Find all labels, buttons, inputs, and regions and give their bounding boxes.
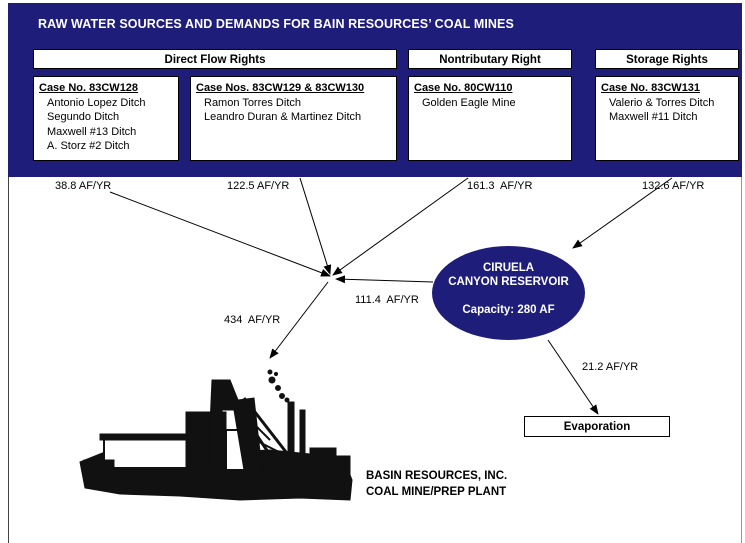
evaporation-box: Evaporation [524, 416, 670, 437]
flow-label-38-8: 38.8 AF/YR [55, 180, 112, 192]
flow-label-434: 434 AF/YR [224, 314, 281, 326]
case-title: Case Nos. 83CW129 & 83CW130 [196, 82, 365, 94]
flow-label-21-2: 21.2 AF/YR [582, 361, 639, 373]
water-right-item: Segundo Ditch [47, 111, 120, 123]
water-right-item: Ramon Torres Ditch [204, 96, 301, 109]
water-right-item: A. Storz #2 Ditch [47, 140, 130, 152]
plant-label-line1: BASIN RESOURCES, INC. [366, 470, 508, 482]
flow-arrow-83cw128 [109, 191, 331, 277]
case-box-80cw110: Case No. 80CW110 Golden Eagle Mine [408, 76, 572, 161]
flow-label-132-6: 132.6 AF/YR [642, 180, 705, 192]
case-title: Case No. 83CW131 [601, 82, 701, 94]
reservoir-name-line1: CIRUELA [482, 262, 535, 274]
diagram-title: RAW WATER SOURCES AND DEMANDS FOR BAIN R… [38, 17, 514, 31]
flow-arrow-evaporation [547, 339, 599, 415]
reservoir-capacity: Capacity: 280 AF [462, 304, 555, 316]
water-right-item: Maxwell #13 Ditch [47, 125, 137, 138]
flow-arrow-83cw129 [299, 177, 332, 275]
case-title: Case No. 83CW128 [39, 82, 139, 94]
ciruela-canyon-reservoir: CIRUELA CANYON RESERVOIR Capacity: 280 A… [432, 246, 585, 340]
flow-label-122-5: 122.5 AF/YR [227, 180, 290, 192]
flow-arrow-reservoir-release [335, 275, 434, 284]
reservoir-name-line2: CANYON RESERVOIR [448, 276, 569, 288]
flow-arrow-83cw131 [572, 177, 673, 249]
case-title: Case No. 80CW110 [414, 82, 513, 94]
water-right-item: Maxwell #11 Ditch [609, 111, 698, 123]
page-frame [8, 3, 742, 543]
flow-arrow-80cw110 [332, 177, 469, 276]
water-right-item: Antonio Lopez Ditch [47, 96, 146, 109]
plant-label: BASIN RESOURCES, INC. COAL MINE/PREP PLA… [366, 468, 507, 500]
group-nontributary-header: Nontributary Right [408, 49, 572, 69]
flow-label-111-4: 111.4 AF/YR [355, 294, 419, 306]
coal-mine-plant-silhouette [79, 369, 353, 501]
flow-label-161-3: 161.3 AF/YR [467, 180, 533, 192]
water-right-item: Golden Eagle Mine [422, 96, 516, 109]
case-box-83cw131: Case No. 83CW131 Valerio & Torres Ditch … [595, 76, 739, 161]
water-right-item: Leandro Duran & Martinez Ditch [204, 111, 362, 123]
case-box-83cw129-130: Case Nos. 83CW129 & 83CW130 Ramon Torres… [190, 76, 397, 161]
plant-label-line2: COAL MINE/PREP PLANT [366, 486, 507, 498]
flow-arrow-to-plant [269, 281, 329, 359]
group-direct-flow-header: Direct Flow Rights [33, 49, 397, 69]
group-storage-header: Storage Rights [595, 49, 739, 69]
water-right-item: Valerio & Torres Ditch [609, 96, 715, 109]
case-box-83cw128: Case No. 83CW128 Antonio Lopez Ditch Seg… [33, 76, 179, 161]
